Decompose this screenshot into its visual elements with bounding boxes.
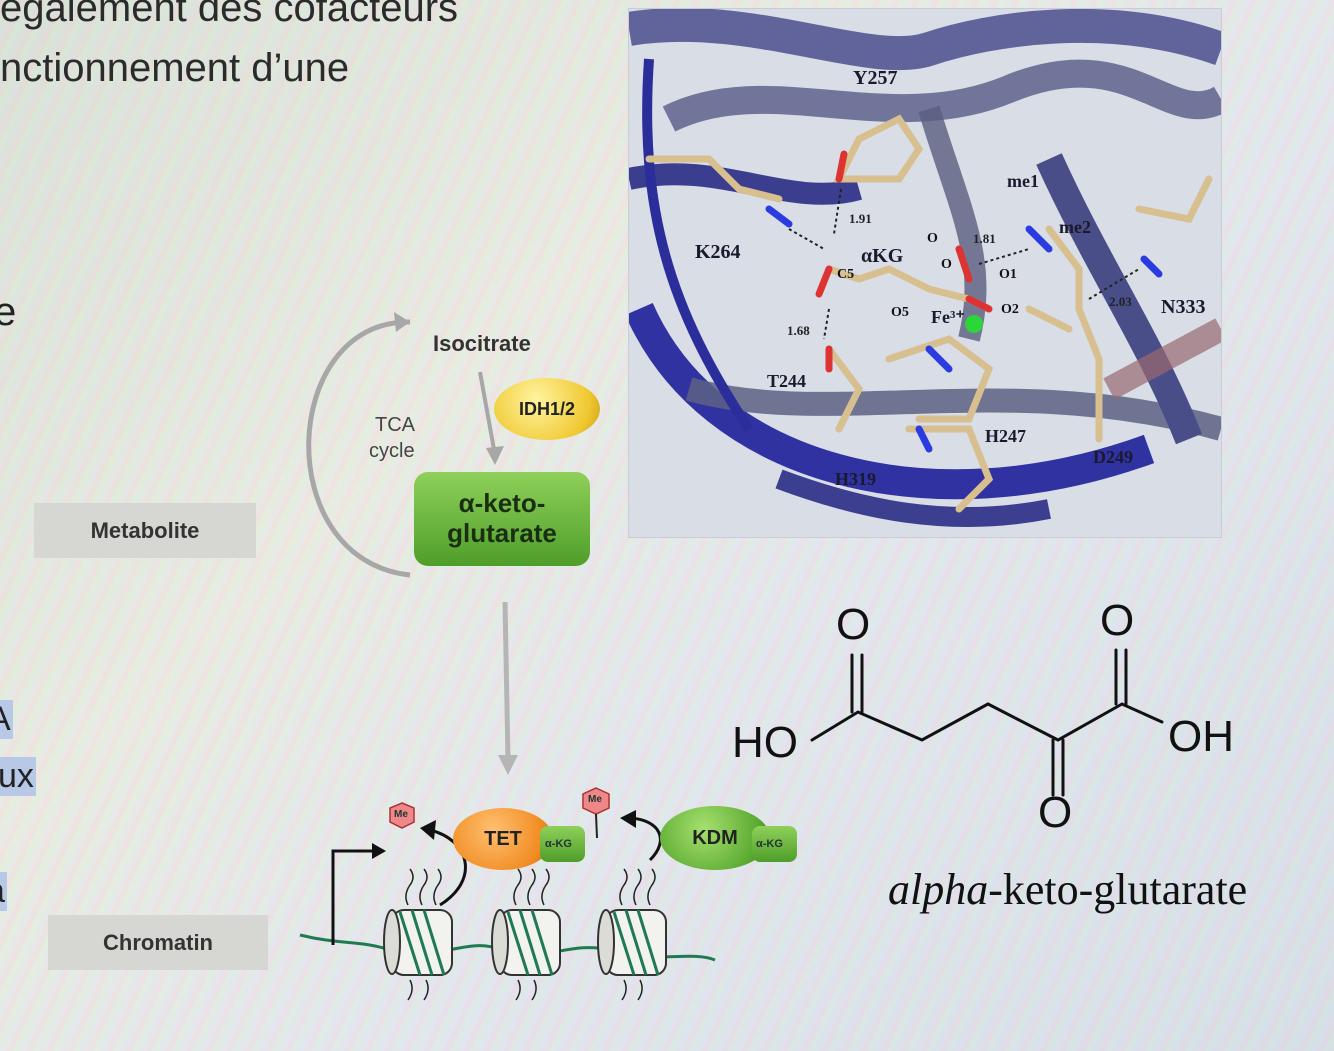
tet-curved-arrowhead	[420, 820, 436, 840]
residue-k264: K264	[695, 241, 741, 264]
kdm-curved-arrowhead	[620, 810, 636, 828]
ligand-akg: αKG	[861, 245, 903, 268]
atom-o-top1: O	[927, 231, 938, 247]
residue-t244: T244	[767, 371, 806, 392]
distance-1-81: 1.81	[973, 231, 996, 247]
nucleosome-3	[598, 910, 666, 975]
atom-o5: O5	[891, 305, 909, 321]
fe-atom	[965, 315, 983, 333]
isocitrate-arrow	[480, 372, 495, 455]
protein-structure-image: Y257 K264 αKG me1 me2 N333 T244 H247 H31…	[628, 8, 1222, 538]
akg-line-1: α-keto-	[459, 489, 546, 519]
nucleosome-1	[384, 910, 452, 975]
residue-h247: H247	[985, 426, 1026, 447]
cycle-label: cycle	[369, 440, 415, 463]
atom-fe: Fe³⁺	[931, 307, 965, 328]
tet-akg-label: α-KG	[545, 838, 572, 850]
tss-arrowhead	[372, 843, 386, 859]
akg-down-arrowhead	[498, 755, 518, 775]
residue-me2: me2	[1059, 217, 1091, 238]
residue-h319: H319	[835, 469, 876, 490]
distance-1-91: 1.91	[849, 211, 872, 227]
tet-enzyme: TET	[453, 808, 553, 870]
isocitrate-label: Isocitrate	[433, 331, 531, 357]
tca-arrowhead	[394, 312, 410, 332]
atom-c5: C5	[837, 267, 854, 283]
tss-arrow	[333, 851, 380, 945]
kdm-akg-label: α-KG	[756, 838, 783, 850]
molecule-name: alpha-keto-glutarate	[888, 864, 1247, 915]
me-label-2: Me	[588, 794, 602, 805]
me-label-1: Me	[394, 809, 408, 820]
akg-box: α-keto- glutarate	[414, 472, 590, 566]
akg-line-2: glutarate	[447, 519, 557, 549]
residue-d249: D249	[1093, 447, 1133, 468]
molecule-name-rest: -keto-glutarate	[988, 865, 1247, 914]
isocitrate-arrowhead	[486, 446, 504, 465]
residue-n333: N333	[1161, 296, 1205, 319]
distance-1-68: 1.68	[787, 323, 810, 339]
distance-2-03: 2.03	[1109, 294, 1132, 310]
nucleosome-2	[492, 910, 560, 975]
molecule-o-bottom: O	[1038, 788, 1072, 838]
akg-down-arrow	[505, 602, 508, 760]
idh-enzyme: IDH1/2	[494, 378, 600, 440]
residue-y257: Y257	[853, 67, 897, 90]
molecule-name-italic: alpha	[888, 865, 988, 914]
atom-o-top2: O	[941, 257, 952, 273]
molecule-oh: OH	[1168, 712, 1234, 762]
molecule-o-right-top: O	[1100, 596, 1134, 646]
molecule-o-left-top: O	[836, 600, 870, 650]
tca-label: TCA	[375, 414, 415, 437]
atom-o1: O1	[999, 267, 1017, 283]
molecule-ho: HO	[732, 718, 798, 768]
residue-me1: me1	[1007, 171, 1039, 192]
atom-o2: O2	[1001, 302, 1019, 318]
me-stick	[596, 814, 597, 838]
